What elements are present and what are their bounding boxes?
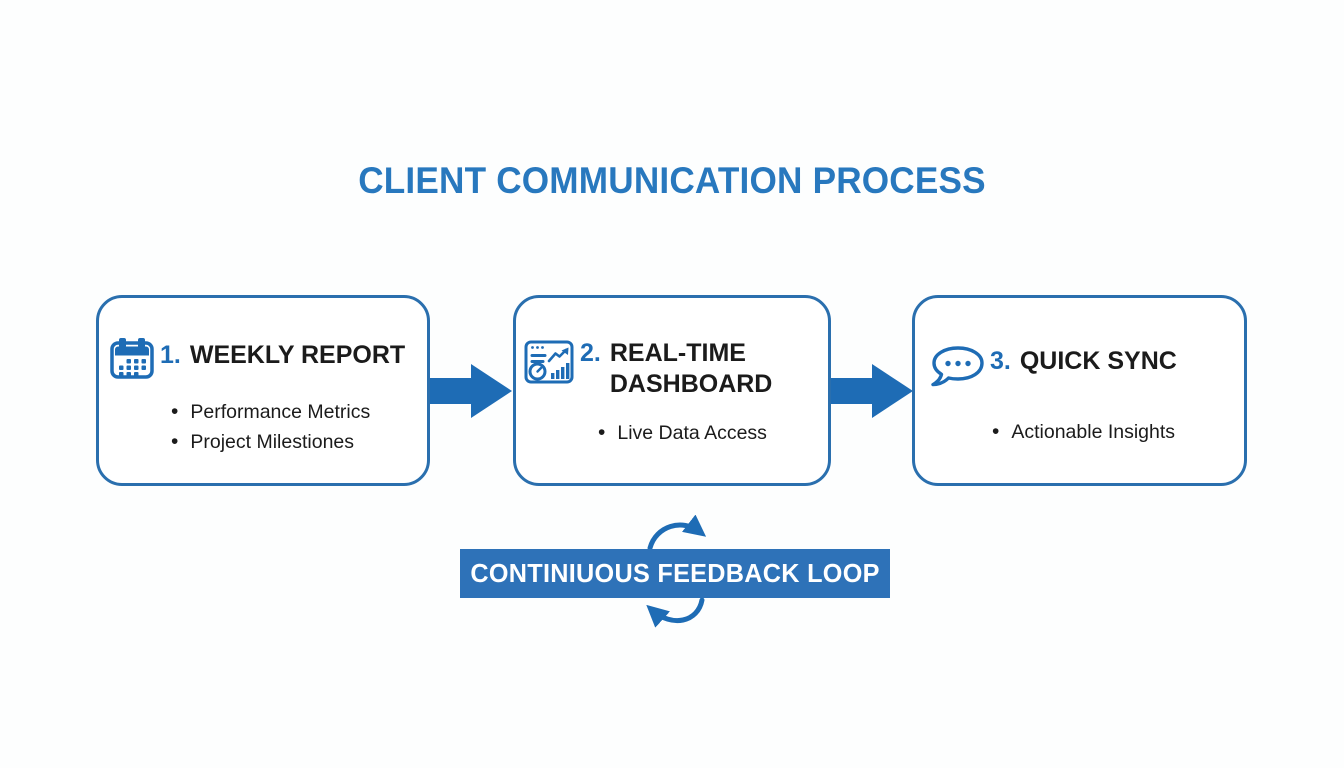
list-item: Performance Metrics: [171, 397, 370, 427]
cycle-arrows-icon: [612, 506, 722, 641]
arrow-right-icon: [831, 364, 913, 418]
page-title: CLIENT COMMUNICATION PROCESS: [358, 160, 986, 201]
bullet-text: Performance Metrics: [190, 401, 371, 423]
step-box-realtime-dashboard: 2. REAL-TIME DASHBOARD Live Data Access: [513, 295, 831, 486]
step-heading: 2. REAL-TIME DASHBOARD: [580, 338, 792, 400]
step-number: 2.: [580, 339, 601, 367]
step-title: REAL-TIME DASHBOARD: [609, 339, 773, 398]
step-number: 1.: [160, 341, 181, 369]
bullet-text: Live Data Access: [617, 422, 767, 444]
feedback-loop-label: CONTINIUOUS FEEDBACK LOOP: [470, 558, 880, 588]
step-heading: 1. WEEKLY REPORT: [160, 340, 405, 371]
list-item: Actionable Insights: [992, 417, 1175, 447]
arrow-right-icon: [430, 364, 512, 418]
step-bullet-list: Performance Metrics Project Milestiones: [171, 397, 370, 457]
step-number: 3.: [990, 347, 1011, 375]
step-bullet-list: Actionable Insights: [992, 417, 1175, 447]
step-title: QUICK SYNC: [1019, 347, 1177, 375]
feedback-loop-banner: CONTINIUOUS FEEDBACK LOOP: [460, 549, 890, 598]
step-heading: 3. QUICK SYNC: [990, 346, 1177, 377]
dashboard-icon: [524, 338, 574, 385]
bullet-text: Project Milestiones: [190, 431, 355, 453]
step-box-quick-sync: 3. QUICK SYNC Actionable Insights: [912, 295, 1247, 486]
chat-icon: [928, 344, 984, 390]
step-title: WEEKLY REPORT: [189, 341, 406, 369]
step-bullet-list: Live Data Access: [598, 418, 767, 448]
bullet-text: Actionable Insights: [1011, 421, 1176, 443]
list-item: Live Data Access: [598, 418, 767, 448]
step-box-weekly-report: 1. WEEKLY REPORT Performance Metrics Pro…: [96, 295, 430, 486]
calendar-icon: [110, 338, 154, 380]
list-item: Project Milestiones: [171, 427, 370, 457]
